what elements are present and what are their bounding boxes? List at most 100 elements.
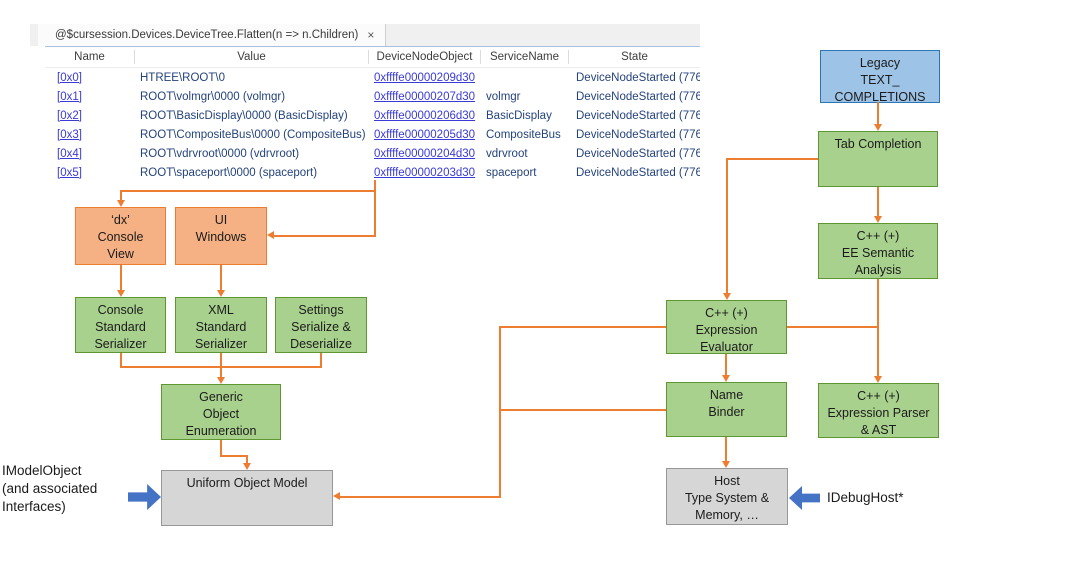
row-value: ROOT\vdrvroot\0000 (vdrvroot) (140, 147, 300, 160)
connector-table-to-dx (120, 190, 122, 201)
box-tab-completion: Tab Completion (818, 131, 938, 187)
row-object-link[interactable]: 0xffffe00000207d30 (374, 90, 476, 103)
connector-binder-left (499, 409, 666, 411)
table-header-row: Name Value DeviceNodeObject ServiceName … (45, 47, 700, 68)
row-service: BasicDisplay (486, 109, 552, 122)
connector-evaluator-to-binder (725, 354, 727, 375)
row-object-link[interactable]: 0xffffe00000205d30 (374, 128, 476, 141)
arrowhead-into-uniform-model (243, 463, 251, 470)
device-tree-table: Name Value DeviceNodeObject ServiceName … (45, 46, 700, 182)
row-object-link[interactable]: 0xffffe00000204d30 (374, 147, 476, 160)
connector-table-to-dx (120, 190, 375, 192)
row-object-link[interactable]: 0xffffe00000206d30 (374, 109, 476, 122)
connector-table-branch (374, 180, 376, 237)
row-object-link[interactable]: 0xffffe00000203d30 (374, 166, 476, 179)
tab-query-result[interactable]: @$cursession.Devices.DeviceTree.Flatten(… (38, 24, 386, 46)
arrowhead-into-host (722, 461, 730, 468)
row-state: DeviceNodeStarted (776) (576, 109, 700, 122)
arrowhead-into-xml-serializer (217, 290, 225, 297)
box-ui-windows: UI Windows (175, 207, 267, 265)
table-row: [0x2] ROOT\BasicDisplay\0000 (BasicDispl… (45, 106, 700, 125)
column-header-name[interactable]: Name (74, 51, 105, 63)
row-service: CompositeBus (486, 128, 561, 141)
connector-generic-to-uniform (220, 455, 248, 457)
row-value: HTREE\ROOT\0 (140, 71, 225, 84)
arrowhead-into-name-binder (722, 375, 730, 382)
arrowhead-into-ui-windows (267, 231, 274, 239)
box-ee-semantic-analysis: C++ (+) EE Semantic Analysis (818, 223, 938, 279)
connector-table-to-ui-windows (274, 235, 375, 237)
row-name-link[interactable]: [0x4] (57, 147, 82, 160)
connector-tabcomp-to-eesem (877, 187, 879, 216)
row-state: DeviceNodeStarted (776) (576, 147, 700, 160)
box-settings-serialize-deserialize: Settings Serialize & Deserialize (275, 297, 367, 353)
connector-eval-binder-to-uniform (499, 326, 501, 498)
connector-tabcomp-to-evaluator (726, 158, 818, 160)
table-row: [0x4] ROOT\vdrvroot\0000 (vdrvroot) 0xff… (45, 144, 700, 163)
arrowhead-into-dx-console (117, 200, 125, 207)
box-generic-object-enumeration: Generic Object Enumeration (161, 384, 281, 440)
connector-dx-to-console-serializer (120, 265, 122, 291)
row-value: ROOT\CompositeBus\0000 (CompositeBus) (140, 128, 366, 141)
column-header-state[interactable]: State (568, 50, 700, 64)
box-dx-console-view: ‘dx’ Console View (75, 207, 166, 265)
row-service: spaceport (486, 166, 537, 179)
row-name-link[interactable]: [0x1] (57, 90, 82, 103)
row-name-link[interactable]: [0x3] (57, 128, 82, 141)
column-header-servicename[interactable]: ServiceName (480, 50, 568, 64)
arrowhead-into-console-serializer (117, 290, 125, 297)
idebughost-arrow-icon (789, 486, 820, 510)
connector-ui-to-xml-serializer (220, 265, 222, 291)
box-expression-evaluator: C++ (+) Expression Evaluator (666, 300, 787, 354)
table-row: [0x5] ROOT\spaceport\0000 (spaceport) 0x… (45, 163, 700, 182)
table-row: [0x3] ROOT\CompositeBus\0000 (CompositeB… (45, 125, 700, 144)
connector-legacy-to-tabcomp (877, 102, 879, 124)
row-value: ROOT\BasicDisplay\0000 (BasicDisplay) (140, 109, 348, 122)
tab-title: @$cursession.Devices.DeviceTree.Flatten(… (55, 29, 359, 41)
idebughost-label: IDebugHost* (827, 490, 904, 505)
arrowhead-into-expression-evaluator (723, 293, 731, 300)
box-legacy-text-completions: Legacy TEXT_ COMPLETIONS (820, 50, 940, 104)
row-state: DeviceNodeStarted (776) (576, 128, 700, 141)
tab-close-icon[interactable]: × (367, 28, 375, 42)
table-row: [0x0] HTREE\ROOT\0 0xffffe00000209d30 De… (45, 68, 700, 87)
row-name-link[interactable]: [0x2] (57, 109, 82, 122)
imodelobject-label: IModelObject (and associated Interfaces) (2, 463, 98, 514)
row-service: volmgr (486, 90, 521, 103)
row-object-link[interactable]: 0xffffe00000209d30 (374, 71, 476, 84)
row-value: ROOT\spaceport\0000 (spaceport) (140, 166, 318, 179)
arrowhead-into-expression-parser (874, 376, 882, 383)
connector-binder-to-host (725, 437, 727, 461)
row-value: ROOT\volmgr\0000 (volmgr) (140, 90, 286, 103)
connector-evaluator-to-parser-junction (787, 326, 879, 328)
row-state: DeviceNodeStarted (776) (576, 166, 700, 179)
connector-to-uniform-right (340, 496, 501, 498)
tab-strip: @$cursession.Devices.DeviceTree.Flatten(… (30, 24, 700, 46)
connector-evaluator-left (499, 326, 666, 328)
connector-serializer-merge (120, 353, 122, 368)
box-host-type-system: Host Type System & Memory, … (666, 468, 788, 525)
connector-tabcomp-to-evaluator (726, 158, 728, 293)
table-row: [0x1] ROOT\volmgr\0000 (volmgr) 0xffffe0… (45, 87, 700, 106)
row-state: DeviceNodeStarted (776) (576, 71, 700, 84)
box-expression-parser-ast: C++ (+) Expression Parser & AST (818, 383, 939, 438)
box-uniform-object-model: Uniform Object Model (161, 470, 333, 526)
arrowhead-into-uniform-model-right (333, 492, 340, 500)
arrowhead-into-generic-enumeration (217, 377, 225, 384)
box-xml-standard-serializer: XML Standard Serializer (175, 297, 267, 353)
connector-generic-to-uniform (220, 440, 222, 457)
connector-merge-to-generic (220, 353, 222, 378)
row-state: DeviceNodeStarted (776) (576, 90, 700, 103)
arrowhead-into-tab-completion (874, 124, 882, 131)
column-header-devicenodeobject[interactable]: DeviceNodeObject (368, 50, 480, 64)
arrowhead-into-ee-semantic (874, 216, 882, 223)
row-name-link[interactable]: [0x0] (57, 71, 82, 84)
connector-generic-to-uniform (246, 455, 248, 464)
imodelobject-arrow-icon (128, 484, 161, 510)
column-header-value[interactable]: Value (134, 50, 368, 64)
box-name-binder: Name Binder (666, 382, 787, 437)
box-console-standard-serializer: Console Standard Serializer (75, 297, 166, 353)
row-service: vdrvroot (486, 147, 528, 160)
row-name-link[interactable]: [0x5] (57, 166, 82, 179)
